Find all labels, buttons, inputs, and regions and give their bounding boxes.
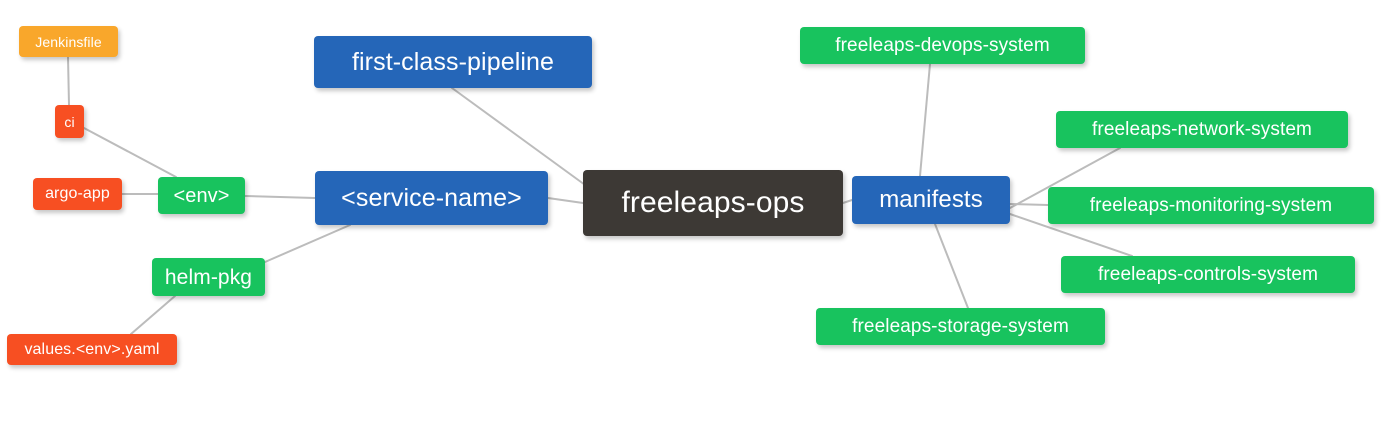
edge-env-to-ci — [83, 127, 177, 178]
edge-helm-pkg-to-values-env-yaml — [130, 295, 176, 335]
node-freeleaps-network-system[interactable]: freeleaps-network-system — [1056, 111, 1348, 148]
node-freeleaps-monitoring-system[interactable]: freeleaps-monitoring-system — [1048, 187, 1374, 224]
edge-freeleaps-ops-to-manifests — [842, 199, 853, 204]
edge-ci-to-jenkinsfile — [67, 56, 70, 106]
node-env[interactable]: <env> — [158, 177, 245, 214]
edge-manifests-to-freeleaps-controls-system — [1009, 213, 1133, 257]
edge-manifests-to-freeleaps-network-system — [1009, 147, 1121, 209]
edge-freeleaps-ops-to-service-name — [547, 197, 584, 204]
node-service-name[interactable]: <service-name> — [315, 171, 548, 225]
node-ci[interactable]: ci — [55, 105, 84, 138]
node-argo-app[interactable]: argo-app — [33, 178, 122, 210]
edge-service-name-to-helm-pkg — [264, 224, 351, 263]
node-freeleaps-controls-system[interactable]: freeleaps-controls-system — [1061, 256, 1355, 293]
node-first-class-pipeline[interactable]: first-class-pipeline — [314, 36, 592, 88]
node-helm-pkg[interactable]: helm-pkg — [152, 258, 265, 296]
node-freeleaps-devops-system[interactable]: freeleaps-devops-system — [800, 27, 1085, 64]
node-manifests[interactable]: manifests — [852, 176, 1010, 224]
edge-manifests-to-freeleaps-devops-system — [919, 63, 931, 177]
node-freeleaps-ops[interactable]: freeleaps-ops — [583, 170, 843, 236]
edge-manifests-to-freeleaps-storage-system — [934, 223, 969, 309]
edge-manifests-to-freeleaps-monitoring-system — [1009, 203, 1049, 206]
node-jenkinsfile[interactable]: Jenkinsfile — [19, 26, 118, 57]
node-values-env-yaml[interactable]: values.<env>.yaml — [7, 334, 177, 365]
node-freeleaps-storage-system[interactable]: freeleaps-storage-system — [816, 308, 1105, 345]
edge-service-name-to-env — [244, 195, 316, 199]
edge-freeleaps-ops-to-first-class-pipeline — [451, 87, 593, 191]
